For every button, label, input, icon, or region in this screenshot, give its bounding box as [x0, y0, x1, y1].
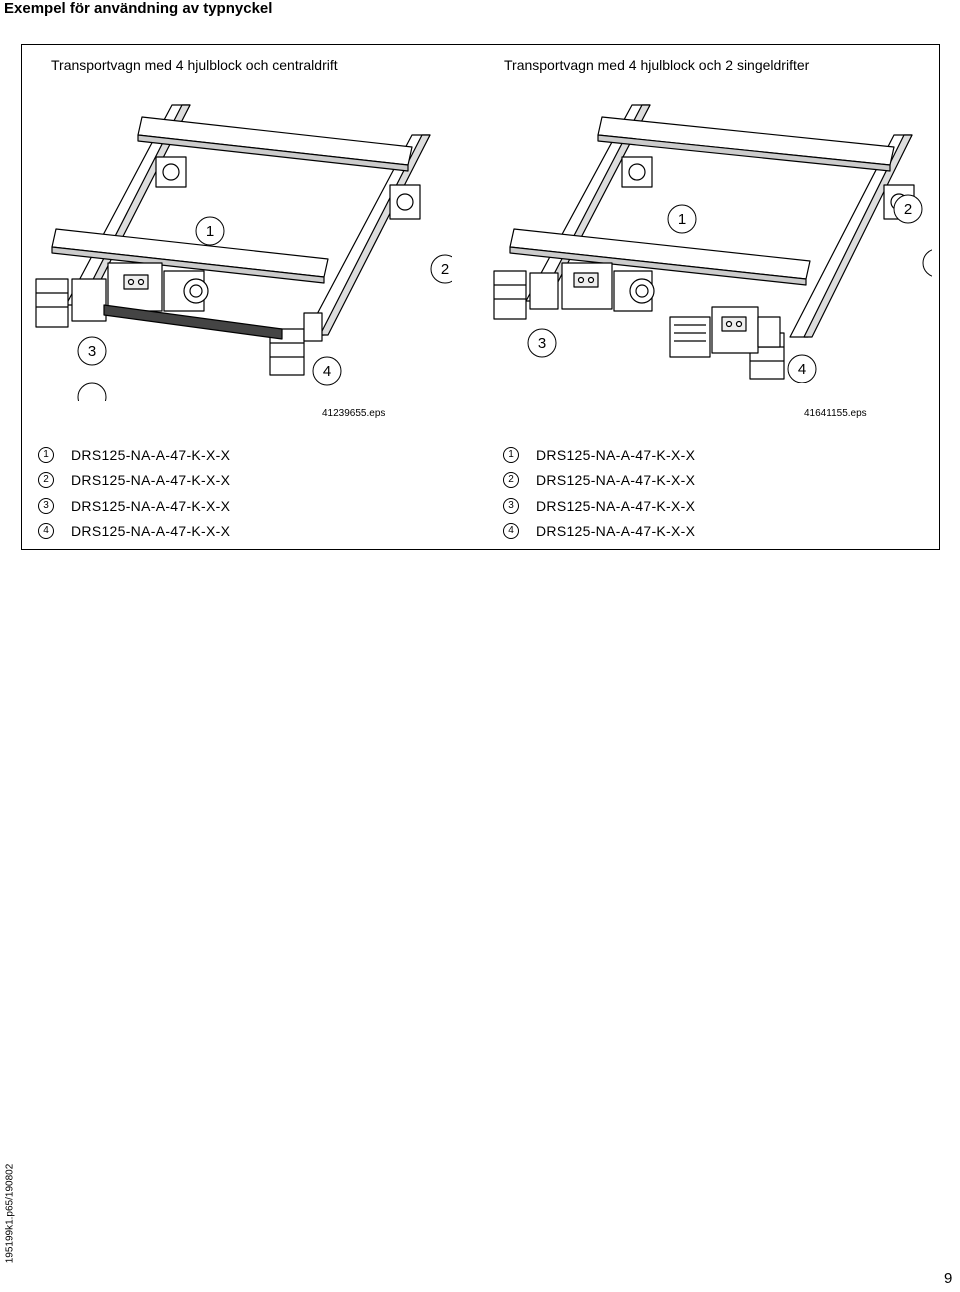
example-frame: Transportvagn med 4 hjulblock och centra…	[21, 44, 940, 550]
left-figure-title: Transportvagn med 4 hjulblock och centra…	[51, 57, 338, 73]
right-callout-2-wrap: 2	[893, 194, 923, 224]
left-legend-row: 1 DRS125-NA-A-47-K-X-X	[38, 442, 230, 468]
legend-number-badge: 3	[38, 497, 54, 514]
right-callout-1: 1	[678, 211, 686, 228]
page-heading: Exempel för användning av typnyckel	[4, 0, 273, 17]
right-gear-unit-4	[757, 316, 781, 348]
legend-number-badge: 1	[503, 446, 519, 463]
right-callout-4: 4	[798, 361, 806, 378]
legend-number-badge: 4	[503, 523, 519, 540]
legend-number-badge: 2	[503, 472, 519, 489]
right-legend-row: 1 DRS125-NA-A-47-K-X-X	[503, 442, 695, 468]
left-callout-3: 3	[88, 343, 96, 360]
legend-number-badge: 2	[38, 472, 54, 489]
right-callout-3: 3	[538, 335, 546, 352]
left-eps-ref: 41239655.eps	[322, 408, 386, 419]
left-drive-shaft	[103, 304, 283, 340]
legend-number-badge: 3	[503, 497, 519, 514]
right-legend-row: 2 DRS125-NA-A-47-K-X-X	[503, 468, 695, 494]
right-legend: 1 DRS125-NA-A-47-K-X-X 2 DRS125-NA-A-47-…	[503, 442, 695, 544]
right-gear-unit-3	[529, 272, 559, 310]
right-wheel-block-3	[493, 270, 527, 320]
right-legend-row: 4 DRS125-NA-A-47-K-X-X	[503, 519, 695, 545]
left-gear-unit	[71, 278, 107, 322]
right-callout-2: 2	[904, 201, 912, 218]
left-callout-1: 1	[206, 223, 214, 240]
right-motor-fan-4	[669, 316, 711, 358]
left-legend-row: 4 DRS125-NA-A-47-K-X-X	[38, 519, 230, 545]
legend-type-code: DRS125-NA-A-47-K-X-X	[536, 472, 696, 489]
left-callout-2: 2	[441, 261, 449, 278]
left-legend-row: 2 DRS125-NA-A-47-K-X-X	[38, 468, 230, 494]
legend-type-code: DRS125-NA-A-47-K-X-X	[71, 523, 231, 540]
right-figure-title: Transportvagn med 4 hjulblock och 2 sing…	[504, 57, 810, 73]
left-callout-2-circle	[430, 254, 452, 284]
legend-number-badge: 1	[38, 446, 54, 463]
file-reference-vertical: 195199k1.p65/190802	[4, 1163, 16, 1264]
legend-type-code: DRS125-NA-A-47-K-X-X	[71, 446, 231, 463]
legend-number-badge: 4	[38, 523, 54, 540]
legend-type-code: DRS125-NA-A-47-K-X-X	[536, 497, 696, 514]
left-callout-4: 4	[323, 363, 331, 380]
left-callouts-lower: 3 4	[77, 336, 342, 386]
left-legend: 1 DRS125-NA-A-47-K-X-X 2 DRS125-NA-A-47-…	[38, 442, 230, 544]
right-callouts-lower: 3 4	[527, 328, 817, 383]
right-eps-ref: 41641155.eps	[804, 408, 867, 419]
left-cart-drawing: 1 2	[35, 104, 452, 401]
page-number: 9	[944, 1270, 953, 1287]
right-cart-drawing: 1	[493, 104, 932, 380]
left-wheel-block-3	[35, 278, 69, 328]
legend-type-code: DRS125-NA-A-47-K-X-X	[71, 472, 231, 489]
right-legend-row: 3 DRS125-NA-A-47-K-X-X	[503, 493, 695, 519]
legend-type-code: DRS125-NA-A-47-K-X-X	[71, 497, 231, 514]
legend-type-code: DRS125-NA-A-47-K-X-X	[536, 446, 696, 463]
legend-type-code: DRS125-NA-A-47-K-X-X	[536, 523, 696, 540]
left-legend-row: 3 DRS125-NA-A-47-K-X-X	[38, 493, 230, 519]
